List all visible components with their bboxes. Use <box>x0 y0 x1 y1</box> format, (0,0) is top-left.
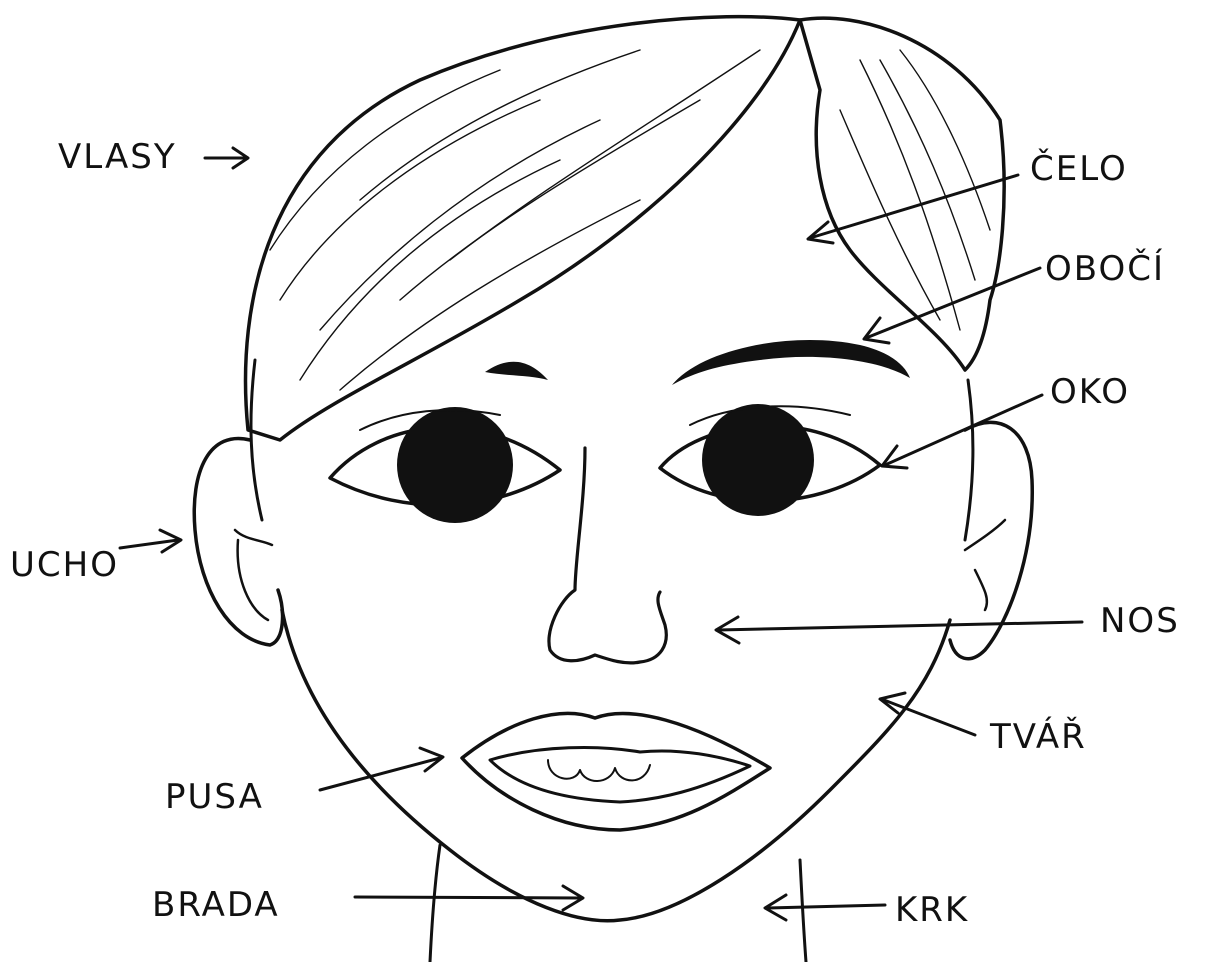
eye-right <box>660 404 880 516</box>
eye-left <box>330 407 560 523</box>
neck-right <box>800 860 806 962</box>
arrow-brada <box>355 886 583 910</box>
label-celo: ČELO <box>1030 152 1128 186</box>
arrow-ucho <box>120 530 181 552</box>
mouth <box>462 713 770 830</box>
label-ucho: UCHO <box>10 548 119 582</box>
temple-left <box>251 360 262 520</box>
label-nos: NOS <box>1100 604 1180 638</box>
hair <box>246 17 1005 440</box>
arrow-pusa <box>320 748 443 790</box>
label-krk: KRK <box>895 893 969 927</box>
label-tvar: TVÁŘ <box>990 720 1087 754</box>
ear-left-inner <box>235 530 272 620</box>
eyebrow-right <box>672 340 910 385</box>
arrow-vlasy <box>205 148 248 168</box>
arrows <box>120 148 1082 920</box>
label-brada: BRADA <box>152 888 280 922</box>
eyebrow-left <box>485 362 548 380</box>
arrow-nos <box>716 617 1082 643</box>
label-pusa: PUSA <box>165 780 264 814</box>
temple-right <box>965 380 973 540</box>
ear-right-inner <box>965 520 1005 610</box>
arrow-tvar <box>880 693 975 735</box>
neck-left <box>430 845 440 962</box>
label-oko: OKO <box>1050 375 1130 409</box>
arrow-krk <box>765 895 885 920</box>
nose <box>549 448 666 663</box>
face-outline <box>282 610 950 921</box>
arrow-oboci <box>864 268 1040 343</box>
label-oboci: OBOČÍ <box>1045 252 1165 286</box>
label-vlasy: VLASY <box>58 140 177 174</box>
arrow-oko <box>882 395 1042 468</box>
